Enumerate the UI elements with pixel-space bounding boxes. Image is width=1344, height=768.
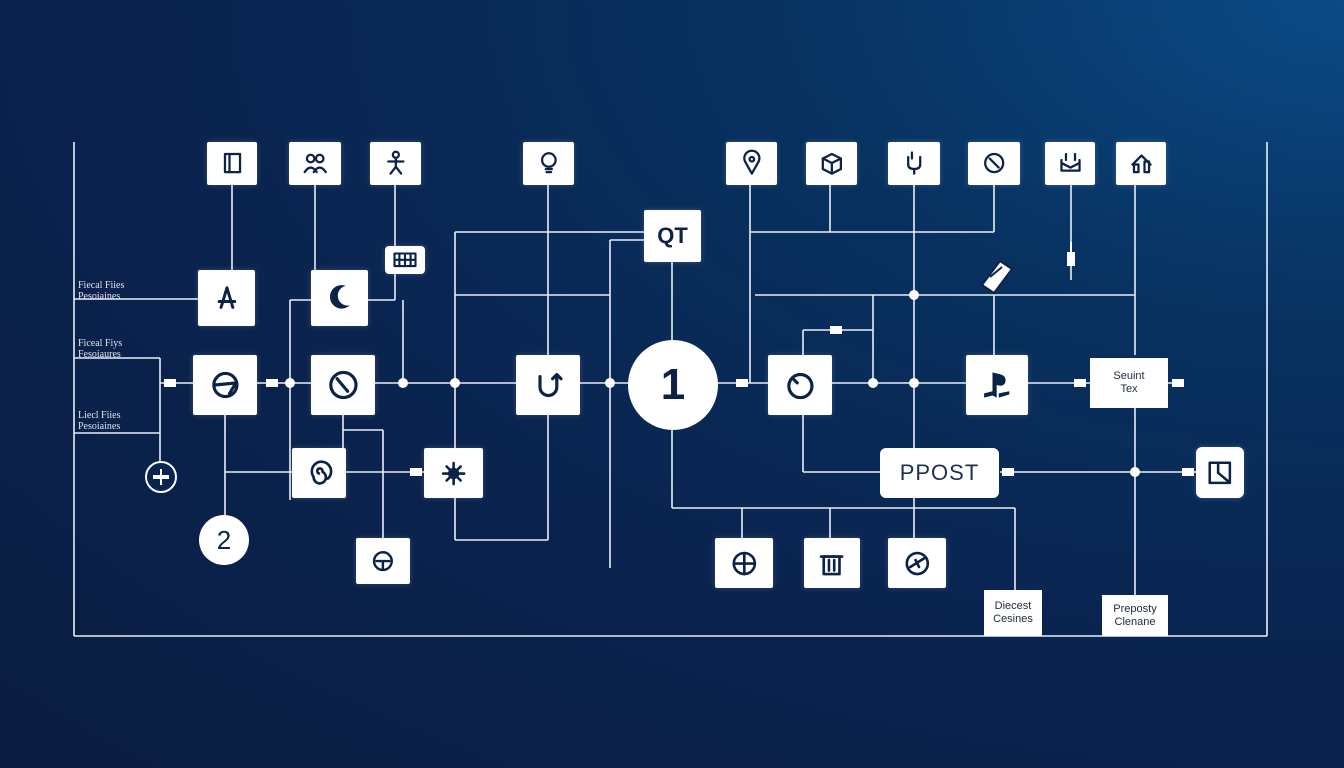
book-icon[interactable] (207, 142, 257, 185)
network-icon[interactable] (424, 448, 483, 498)
pipette-icon (1064, 242, 1078, 274)
refresh-icon[interactable] (516, 355, 580, 415)
output-box-line2: Tex (1120, 383, 1138, 395)
dial-icon[interactable] (356, 538, 410, 584)
plug-icon[interactable] (888, 142, 940, 185)
bottom-box-2-line1: Preposty (1113, 602, 1157, 615)
accessibility-icon[interactable] (198, 270, 255, 326)
left-label-1-line2: Pesoiaines (78, 291, 121, 302)
bottom-box-1-line1: Diecest (994, 600, 1032, 612)
airplane-icon[interactable] (888, 538, 946, 588)
people-icon[interactable] (289, 142, 341, 185)
chart-arrow-icon[interactable] (1116, 142, 1166, 185)
step-badge-1[interactable]: 1 (628, 340, 718, 430)
package-icon[interactable] (806, 142, 857, 185)
step-badge-2[interactable]: 2 (199, 515, 249, 565)
output-box-line1: Seuint (1113, 370, 1145, 382)
output-box[interactable]: Seuint Tex (1090, 358, 1168, 408)
step-badge-1-label: 1 (660, 360, 686, 409)
left-label-2: Ficeal Fiys Fesoiaures (78, 338, 122, 360)
keypad-icon[interactable] (385, 246, 425, 274)
person-icon[interactable] (370, 142, 421, 185)
hand-icon[interactable] (1045, 142, 1095, 185)
left-label-1: Fiecal Fiies Pesoiaines (78, 280, 124, 302)
left-label-3-line2: Pesoiaines (78, 421, 121, 432)
code-box[interactable]: QT (644, 210, 701, 262)
step-badge-2-label: 2 (216, 524, 232, 555)
ppost-box[interactable]: PPOST (880, 448, 999, 498)
clock-icon[interactable] (311, 355, 375, 415)
bottom-box-1[interactable]: Diecest Cesines (984, 590, 1042, 636)
receipt-icon[interactable] (976, 255, 1016, 300)
spiral-icon[interactable] (292, 448, 346, 498)
ppost-label: PPOST (899, 460, 980, 485)
left-label-2-line1: Ficeal Fiys (78, 338, 123, 349)
globe-icon[interactable] (715, 538, 773, 588)
window-icon[interactable] (1196, 447, 1244, 498)
bottom-box-1-line2: Cesines (993, 613, 1033, 625)
moon-icon[interactable] (311, 270, 368, 326)
left-label-3: Liecl Fiies Pesoiaines (78, 410, 121, 432)
bottom-box-2[interactable]: Preposty Clenane (1102, 595, 1168, 636)
compass-icon[interactable] (968, 142, 1020, 185)
left-label-1-line1: Fiecal Fiies (78, 280, 125, 291)
playstation-icon[interactable] (966, 355, 1028, 415)
left-label-3-line1: Liecl Fiies (78, 410, 121, 421)
gauge-icon[interactable] (193, 355, 257, 415)
location-pin-icon[interactable] (726, 142, 777, 185)
lightbulb-icon[interactable] (523, 142, 574, 185)
code-box-label: QT (657, 223, 688, 248)
timer-icon[interactable] (768, 355, 832, 415)
bottom-box-2-line2: Clenane (1114, 615, 1156, 628)
tool-badge-icon[interactable] (144, 460, 178, 494)
trash-icon[interactable] (804, 538, 860, 588)
left-label-2-line2: Fesoiaures (78, 349, 121, 360)
